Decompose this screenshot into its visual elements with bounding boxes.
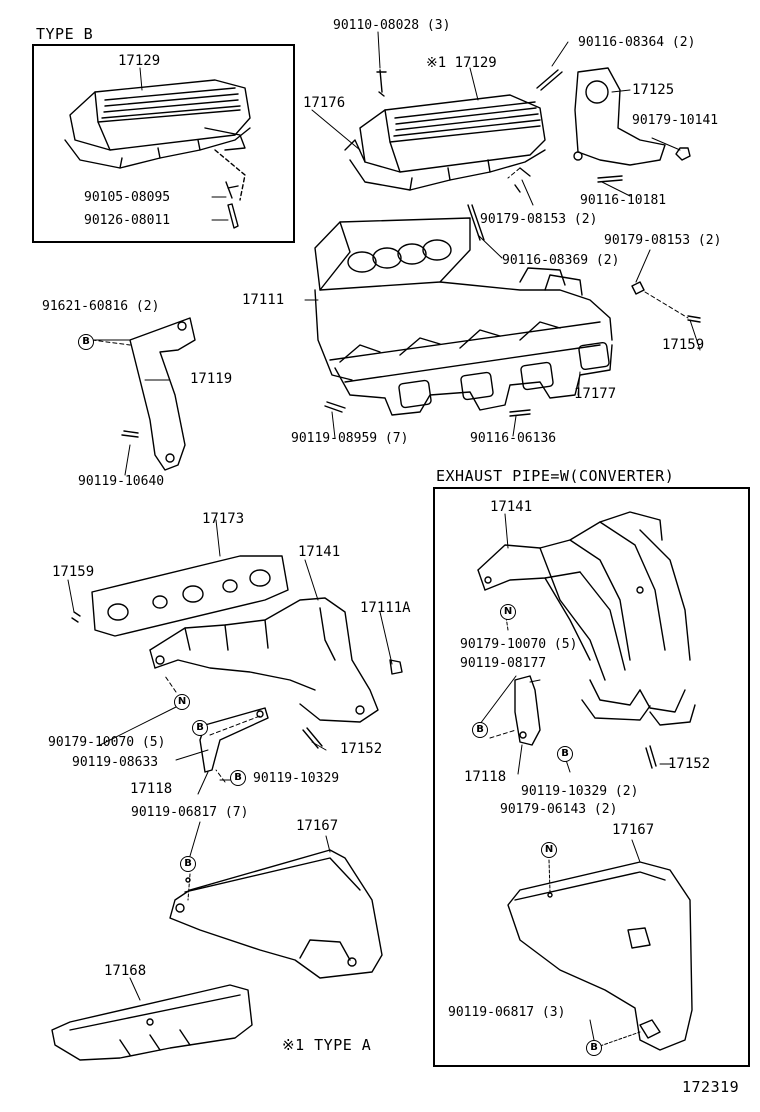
- type-b-intake-chamber: [64, 79, 251, 229]
- part-label: 90119-10329: [253, 771, 340, 786]
- heat-insulator-left: [169, 849, 383, 979]
- type-b-leader-lines: [139, 67, 229, 221]
- part-label: 17119: [190, 371, 233, 387]
- part-label: 90179-08153 (2): [604, 233, 722, 248]
- intake-chamber: [344, 94, 546, 193]
- part-label: 17159: [52, 564, 95, 580]
- part-label: 90105-08095: [84, 190, 171, 205]
- part-label: 90119-08633: [72, 755, 159, 770]
- part-label: 17159: [662, 337, 705, 353]
- part-label: 17118: [130, 781, 173, 797]
- part-label: 90116-08369 (2): [502, 253, 620, 268]
- tag-b: B: [180, 856, 196, 872]
- part-label: 17152: [668, 756, 711, 772]
- heat-insulator-right: [507, 861, 693, 1051]
- intake-bolts: [324, 281, 701, 417]
- part-label: 90179-10070 (5): [460, 637, 578, 652]
- figure-number: 172319: [682, 1078, 740, 1096]
- gasket-17173: [91, 555, 289, 637]
- part-label: 17167: [612, 822, 655, 838]
- part-label: 17118: [464, 769, 507, 785]
- exhaust-pipe-frame: [433, 487, 750, 1067]
- part-label: 90119-10640: [78, 474, 165, 489]
- bracket-17118-right: [514, 675, 541, 746]
- type-a-note: ※1 TYPE A: [282, 1036, 372, 1054]
- tag-n: N: [500, 604, 516, 620]
- leader-lines: [67, 31, 701, 1047]
- part-label: 17111A: [360, 600, 411, 616]
- part-label: 90179-06143 (2): [500, 802, 618, 817]
- part-label: 90116-10181: [580, 193, 667, 208]
- type-b-heading: TYPE B: [36, 25, 94, 43]
- bracket-17125: [573, 67, 691, 166]
- bracket-17118-left: [199, 707, 269, 773]
- part-label: 90179-08153 (2): [480, 212, 598, 227]
- tag-n: N: [174, 694, 190, 710]
- part-label: 90179-10070 (5): [48, 735, 166, 750]
- tag-b: B: [557, 746, 573, 762]
- part-label: 90119-08177: [460, 656, 547, 671]
- tag-n: N: [541, 842, 557, 858]
- intake-manifold: [314, 217, 613, 416]
- part-label: 17168: [104, 963, 147, 979]
- part-label: 17141: [298, 544, 341, 560]
- tag-b: B: [472, 722, 488, 738]
- heat-insulator-17168: [51, 984, 253, 1061]
- part-label: 90110-08028 (3): [333, 18, 451, 33]
- part-label: 17176: [303, 95, 346, 111]
- part-label: 17177: [574, 386, 617, 402]
- part-label: 90119-08959 (7): [291, 431, 409, 446]
- tag-b: B: [230, 770, 246, 786]
- dashed-links: [91, 167, 689, 783]
- part-label: 90119-06817 (7): [131, 805, 249, 820]
- part-label: 17141: [490, 499, 533, 515]
- part-label: 17129: [118, 53, 161, 69]
- tag-b: B: [586, 1040, 602, 1056]
- exhaust-manifold-right: [477, 511, 696, 769]
- part-label: 91621-60816 (2): [42, 299, 160, 314]
- type-b-frame: [32, 44, 295, 243]
- part-label: 90119-06817 (3): [448, 1005, 566, 1020]
- part-label: 17111: [242, 292, 285, 308]
- part-label: 90116-08364 (2): [578, 35, 696, 50]
- part-label: 17173: [202, 511, 245, 527]
- bracket-17119: [121, 317, 196, 471]
- exhaust-pipe-heading: EXHAUST PIPE=W(CONVERTER): [436, 467, 675, 485]
- part-label: ※1 17129: [426, 55, 497, 71]
- part-label: 17167: [296, 818, 339, 834]
- part-label: 90119-10329 (2): [521, 784, 639, 799]
- part-label: 90126-08011: [84, 213, 171, 228]
- part-label: 90116-06136: [470, 431, 557, 446]
- part-label: 17152: [340, 741, 383, 757]
- exhaust-manifold-left: [71, 597, 403, 749]
- tag-b: B: [192, 720, 208, 736]
- part-label: 90179-10141: [632, 113, 719, 128]
- part-label: 17125: [632, 82, 675, 98]
- tag-b: B: [78, 334, 94, 350]
